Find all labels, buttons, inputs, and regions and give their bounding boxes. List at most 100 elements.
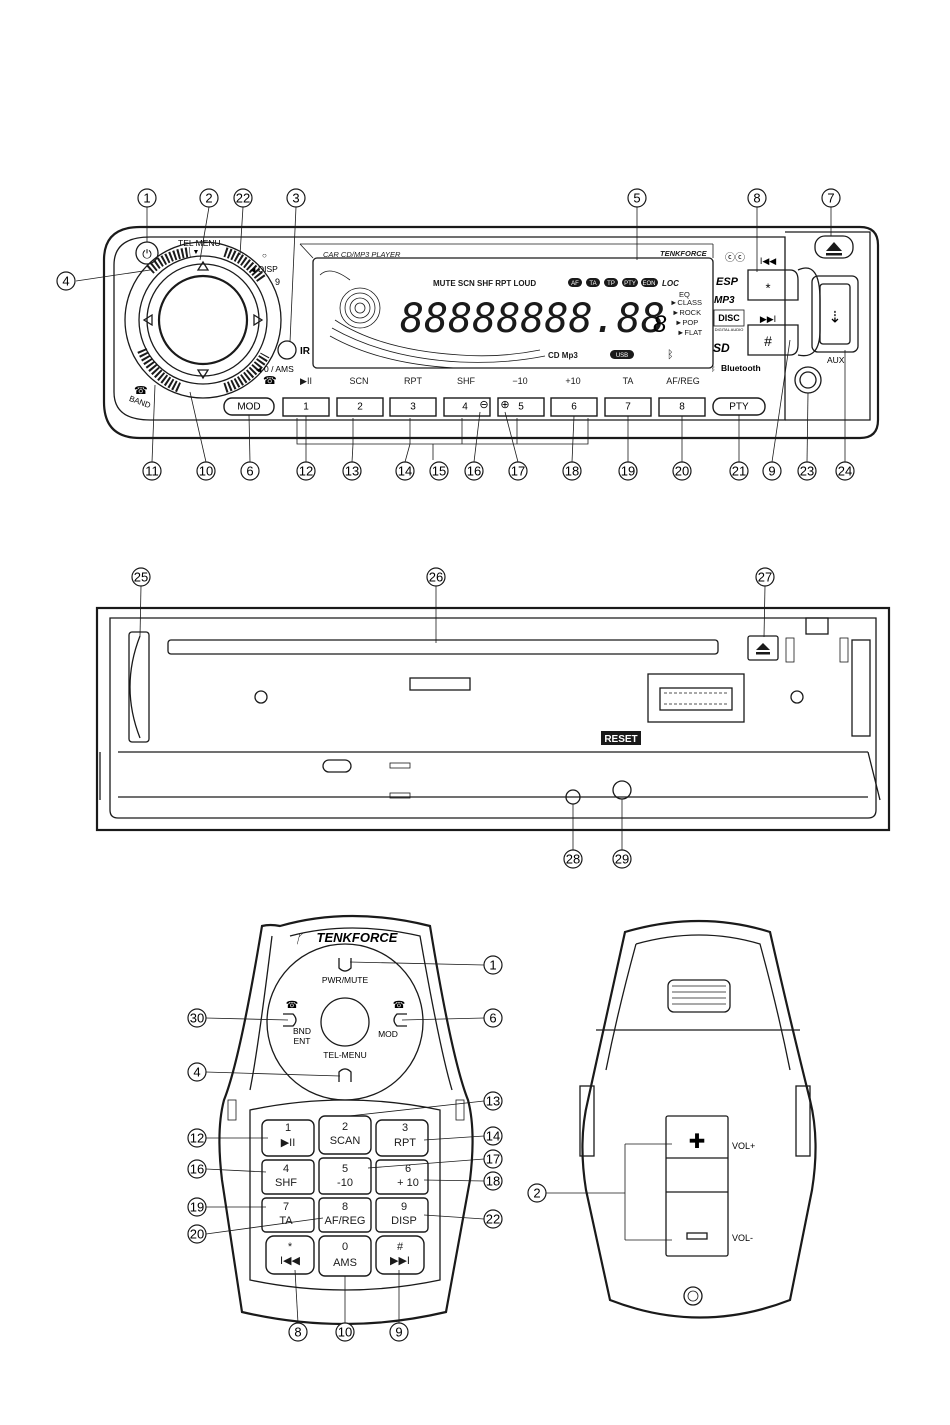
chassis-slot [785,637,795,663]
cd-mp3-indicator: CD Mp3 [548,351,578,360]
front-hole [612,780,632,800]
vol-up-button[interactable]: ✚ [689,1131,706,1153]
callout-number: 24 [838,464,852,479]
eject-button[interactable] [814,235,854,259]
callout-number: 6 [489,1011,496,1026]
prev-track-button[interactable]: I◀◀ * [747,256,799,301]
preset-button-1[interactable]: 1 [282,397,330,417]
remote-nav-ring [266,943,424,1101]
key-top: 7 [283,1201,289,1213]
callout-number: 5 [633,191,640,206]
callout-number: 20 [675,464,689,479]
preset-button-8[interactable]: 8 [658,397,706,417]
remote-key-hash[interactable]: #▶▶I [375,1235,425,1275]
pwr-mute-button[interactable] [338,958,352,972]
callout: 8 [288,1322,308,1342]
disc-animation-icon [319,270,546,369]
callout-number: 12 [299,464,313,479]
front-panel: CAR CD/MP3 PLAYER TENKFORCE MUTE SCN SHF… [102,225,880,460]
vol-down-button[interactable] [686,1232,708,1240]
preset-label: 8 [679,402,685,413]
fn-label-6: +10 [565,376,580,386]
callout-number: 1 [143,191,150,206]
callout-number: 21 [732,464,746,479]
remote-callouts: 30 4 12 16 19 20 1 6 13 14 17 18 22 8 10… [187,955,503,1342]
phone-pickup-icon: ☎ [286,1000,298,1011]
callout: 14 [395,461,415,481]
bluetooth-icon: ᛒ [667,349,674,361]
usb-indicator: USB [616,353,628,359]
key-bottom: + 10 [397,1177,419,1189]
eject-button-chassis[interactable] [747,635,779,661]
iso-connector [647,673,745,723]
callout: 16 [464,461,484,481]
preset-button-6[interactable]: 6 [550,397,598,417]
eq-list: EQ ►CLASS ►ROCK ►POP ►FLAT [670,290,703,337]
remote-key-5[interactable]: 5-10 [318,1157,372,1195]
eq-item: ►FLAT [677,328,703,337]
preset-button-5[interactable]: 5 [497,397,545,417]
callout: 6 [240,461,260,481]
mod-button-remote[interactable] [393,1013,407,1027]
callout-number: 23 [800,464,814,479]
phone-hangup-icon: ☎ [263,375,277,387]
preset-button-4[interactable]: 4 [443,397,491,417]
tel-menu-button[interactable] [338,1068,352,1082]
callout-number: 4 [62,274,69,289]
key-bottom: RPT [394,1137,416,1149]
callout: 17 [483,1149,503,1169]
key-top: 6 [405,1163,411,1175]
mount-hole [790,690,804,704]
callout: 30 [187,1008,207,1028]
remote-key-1[interactable]: 1▶II [261,1119,315,1157]
remote-center-dial[interactable] [320,997,370,1047]
volume-rocker: ✚ [665,1115,729,1257]
preset-label: 6 [571,402,577,413]
callout-number: 17 [511,464,525,479]
battery-vent [667,979,731,1013]
usb-slot-left-icon: ⊖ [479,399,488,411]
chassis-tab [805,617,829,635]
lcd-display [312,257,714,369]
mod-button[interactable]: MOD [223,397,275,416]
usb-port[interactable]: ⇣ [811,275,859,353]
preset-label: 7 [625,402,631,413]
eq-item: ►ROCK [672,308,701,317]
key-bottom: TA [279,1215,293,1227]
extra-digit: 8 [653,311,667,338]
next-track-button[interactable]: ▶▶I # [747,314,799,356]
aux-jack[interactable] [794,366,822,394]
callout: 28 [563,849,583,869]
chassis-panel: RESET [95,606,891,832]
remote-key-7[interactable]: 7TA [261,1197,315,1233]
preset-button-3[interactable]: 3 [389,397,437,417]
remote-key-6[interactable]: 6 + 10 [375,1159,429,1195]
bnd-ent-button[interactable] [283,1013,297,1027]
remote-key-8[interactable]: 8AF/REG [318,1197,372,1233]
cd-slot [167,639,719,655]
preset-button-7[interactable]: 7 [604,397,652,417]
callout: 13 [483,1091,503,1111]
callout-number: 12 [190,1131,204,1146]
callout-number: 14 [486,1129,500,1144]
callout: 2 [527,1183,547,1203]
volume-knob[interactable] [124,241,282,399]
callout-number: 6 [246,464,253,479]
ams-label: 0 / AMS [264,364,294,374]
callout-number: 19 [190,1200,204,1215]
callout: 15 [429,461,449,481]
callout: 18 [483,1171,503,1191]
sd-card-slot[interactable] [128,631,150,743]
preset-button-2[interactable]: 2 [336,397,384,417]
pty-button[interactable]: PTY [712,397,766,416]
callout-number: 13 [345,464,359,479]
callout: 26 [426,567,446,587]
remote-key-star[interactable]: *I◀◀ [265,1235,315,1275]
side-grip [227,1099,237,1121]
